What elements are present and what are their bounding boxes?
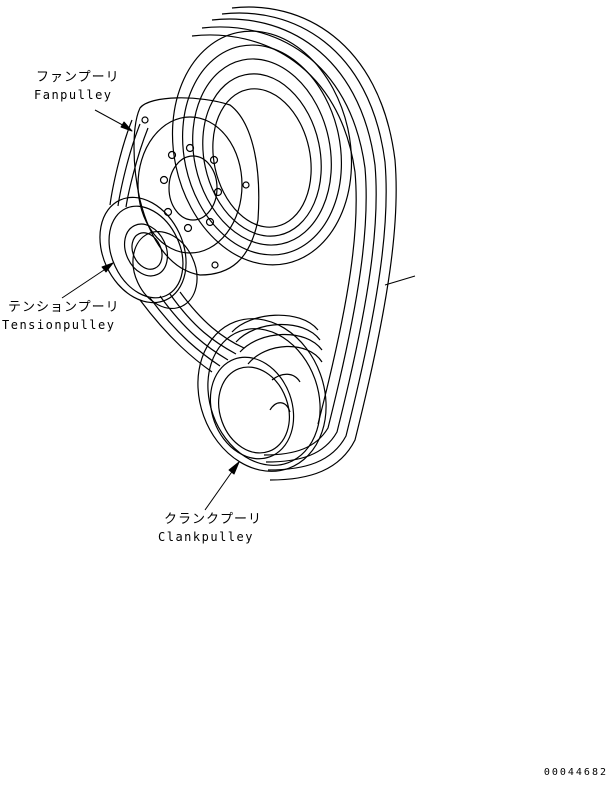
v-belt (109, 6, 397, 481)
crank-pulley (197, 314, 327, 472)
document-id: 00044682 (543, 767, 608, 778)
leader-lines (61, 109, 416, 511)
crank-arrow-icon (228, 461, 240, 475)
tension-pulley (99, 196, 198, 310)
fan-arrow-icon (120, 121, 133, 132)
tension-pulley-label-jp: テンションプーリ (8, 300, 120, 315)
tension-pulley-label-en: Tensionpulley (2, 318, 116, 332)
tension-arrow-icon (101, 262, 114, 273)
fan-pulley-label-jp: ファンプーリ (36, 70, 120, 85)
fan-pulley (133, 30, 353, 276)
crank-pulley-label-en: Clankpulley (158, 530, 254, 544)
crank-pulley-label-jp: クランクプーリ (164, 512, 263, 527)
fan-pulley-label-en: Fanpulley (34, 88, 113, 102)
